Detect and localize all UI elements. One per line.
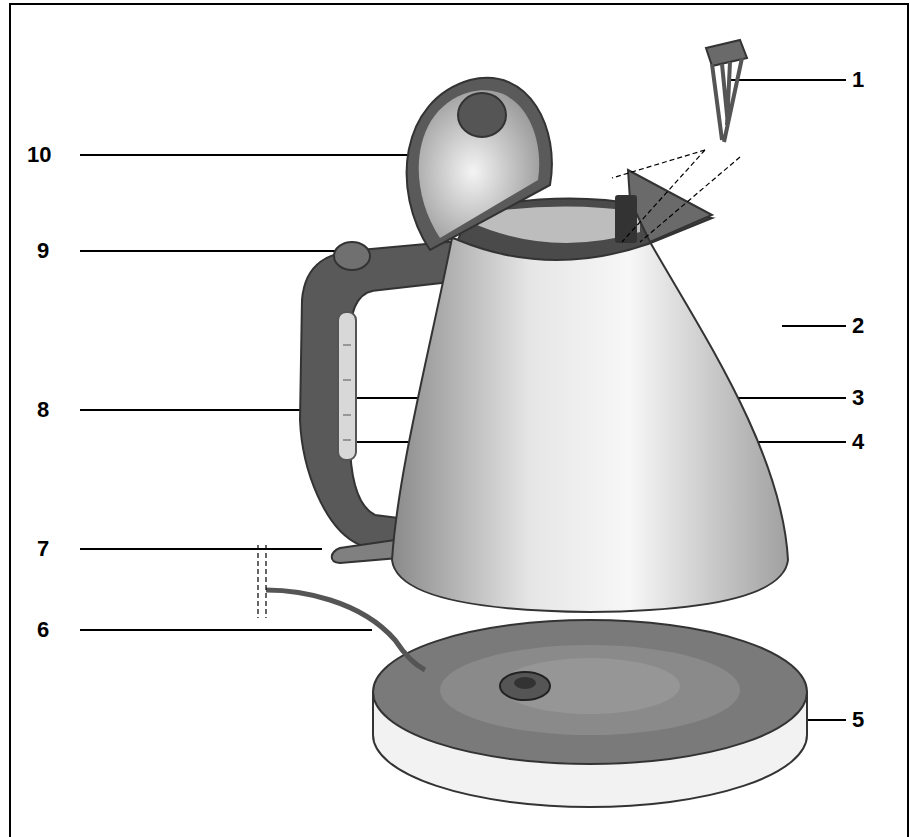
callout-number: 5 — [850, 708, 866, 732]
filter-slot — [615, 195, 637, 243]
lid — [407, 78, 552, 250]
cord-break — [258, 545, 266, 618]
lid-button — [334, 242, 370, 270]
spout — [628, 170, 712, 242]
callout-number: 10 — [25, 143, 53, 167]
callout-number: 3 — [850, 386, 866, 410]
kettle-body — [392, 238, 788, 612]
leader-lines — [80, 80, 846, 720]
limescale-filter — [612, 40, 747, 242]
power-cord — [266, 590, 425, 670]
callout-number: 2 — [850, 314, 866, 338]
callout-number: 6 — [35, 618, 51, 642]
water-window — [338, 312, 356, 460]
callout-number: 7 — [35, 537, 51, 561]
base-station — [373, 620, 807, 807]
frame — [10, 4, 908, 837]
callout-number: 4 — [850, 430, 866, 454]
callout-number: 8 — [35, 398, 51, 422]
callout-number: 9 — [35, 239, 51, 263]
callout-number: 1 — [850, 68, 866, 92]
on-off-switch — [332, 540, 398, 563]
